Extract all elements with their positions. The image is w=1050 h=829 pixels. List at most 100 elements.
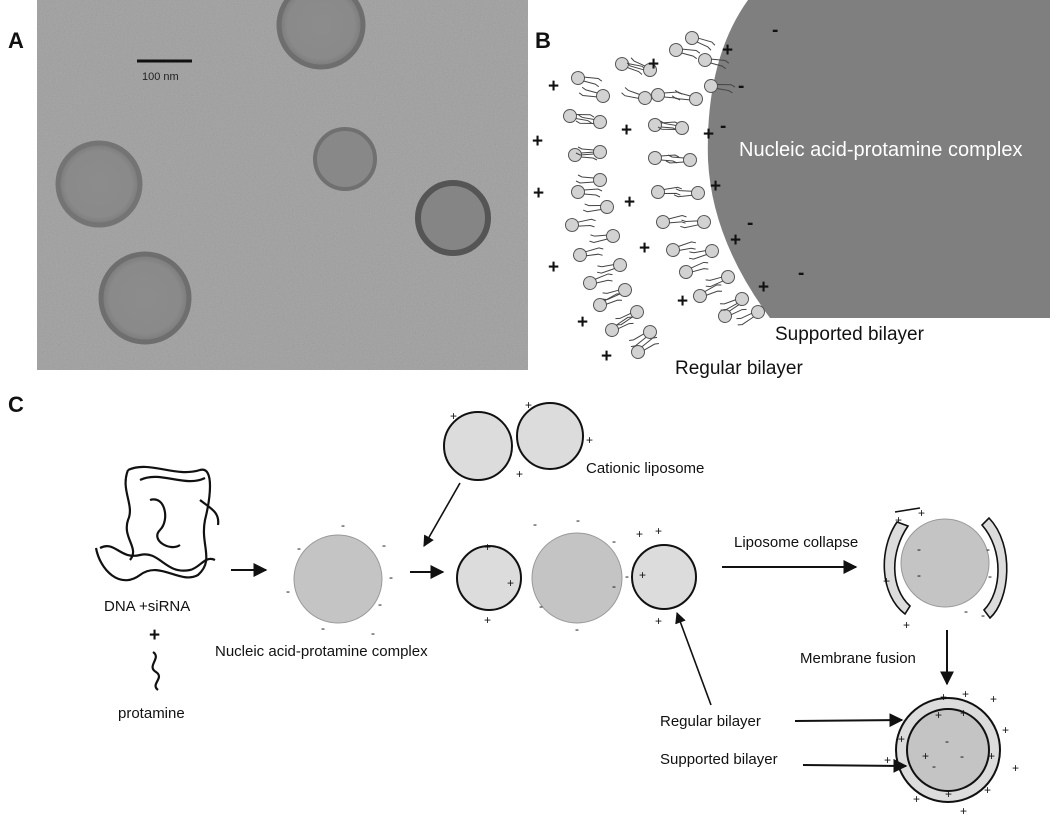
plus-sign: + [533, 183, 544, 204]
plus-sign: + [722, 40, 733, 61]
lipid [573, 247, 604, 262]
lipid [680, 215, 711, 229]
plus-sign: + [577, 312, 588, 333]
lipid [575, 173, 607, 187]
plus-sign: + [703, 124, 714, 145]
nucleic-acid-protamine-complex-b [707, 0, 1050, 318]
minus-sign: - [964, 604, 968, 618]
plus-sign: + [990, 692, 997, 706]
lipid [651, 88, 683, 102]
plus-sign: + [525, 398, 532, 412]
plus-sign: + [639, 238, 650, 259]
arrow [675, 611, 712, 706]
plus-sign: + [730, 230, 741, 251]
dna-sirna-strand [94, 465, 220, 582]
lipid [665, 153, 697, 167]
minus-sign: - [988, 569, 992, 583]
minus-sign: - [533, 517, 537, 531]
cationic-liposome-label: Cationic liposome [586, 460, 704, 477]
minus-sign: - [539, 599, 543, 613]
lipid [571, 185, 603, 199]
plus-sign: + [507, 576, 514, 590]
plus-sign: + [918, 506, 925, 520]
plus-sign: + [532, 131, 543, 152]
minus-sign: - [612, 579, 616, 593]
minus-sign: - [932, 759, 936, 773]
minus-sign: - [382, 538, 386, 552]
plus-sign: + [484, 540, 491, 554]
minus-sign: - [575, 622, 579, 636]
panel-c: C Cationic liposome DNA +siRNA + protami… [8, 392, 1019, 818]
lipid [626, 57, 657, 77]
plus-sign: + [960, 706, 967, 720]
micrograph: 100 nm [37, 0, 528, 370]
lipid [621, 87, 652, 105]
lipid [698, 53, 730, 70]
plus-sign: + [1002, 723, 1009, 737]
lipid [651, 185, 683, 199]
plus-join: + [149, 625, 160, 646]
lipid [605, 316, 634, 337]
plus-sign: + [548, 76, 559, 97]
arrow [423, 482, 461, 547]
plus-sign: + [586, 433, 593, 447]
minus-sign: - [772, 20, 778, 41]
plus-sign: + [913, 792, 920, 806]
minus-sign: - [321, 621, 325, 635]
supported-bilayer-label-b: Supported bilayer [775, 324, 925, 345]
plus-sign: + [655, 614, 662, 628]
minus-sign: - [371, 626, 375, 640]
lipid [666, 241, 697, 257]
plus-sign: + [450, 409, 457, 423]
plus-sign: + [960, 804, 967, 818]
minus-sign: - [917, 542, 921, 556]
arrow [802, 758, 908, 773]
lipid [589, 229, 620, 243]
plus-sign: + [935, 708, 942, 722]
lipid-bilayer-b [563, 31, 765, 359]
vesicle [55, 140, 143, 228]
lipid [671, 89, 703, 106]
plus-sign: + [984, 783, 991, 797]
lipid [575, 114, 607, 129]
plus-sign: + [677, 291, 688, 312]
plus-sign: + [648, 54, 659, 75]
plus-sign: + [548, 257, 559, 278]
lipid [615, 57, 646, 75]
nucleic-acid-protamine-complex [293, 534, 383, 624]
minus-sign: - [286, 584, 290, 598]
protamine-strand [151, 651, 161, 691]
minus-sign: - [612, 534, 616, 548]
lipid [602, 283, 632, 301]
minus-sign: - [720, 116, 726, 137]
lipid [679, 261, 709, 279]
plus-sign: + [884, 753, 891, 767]
minus-sign: - [798, 263, 804, 284]
minus-sign: - [389, 570, 393, 584]
lipid-coated-particle [895, 697, 1001, 803]
cationic-liposome [516, 402, 584, 470]
plus-sign: + [945, 787, 952, 801]
complex-label-b: Nucleic acid-protamine complex [739, 139, 1022, 161]
vesicle [276, 0, 366, 70]
minus-sign: - [960, 749, 964, 763]
liposome-collapse-label: Liposome collapse [734, 534, 858, 551]
lipid [631, 336, 659, 359]
plus-sign: + [636, 527, 643, 541]
lipid [565, 218, 596, 232]
plus-sign: + [898, 732, 905, 746]
minus-sign: - [945, 734, 949, 748]
panel-b-label: B [535, 28, 551, 53]
plus-sign: + [940, 690, 947, 704]
regular-bilayer-label-b: Regular bilayer [675, 358, 803, 379]
scale-bar-label: 100 nm [142, 71, 179, 83]
plus-sign: + [601, 346, 612, 367]
regular-bilayer-label-c: Regular bilayer [660, 713, 761, 730]
lipid [615, 305, 644, 326]
minus-sign: - [378, 597, 382, 611]
lipid [578, 86, 610, 103]
plus-sign: + [962, 687, 969, 701]
charges-b: ++++++++++++++++----- [532, 20, 804, 367]
plus-sign: + [710, 176, 721, 197]
